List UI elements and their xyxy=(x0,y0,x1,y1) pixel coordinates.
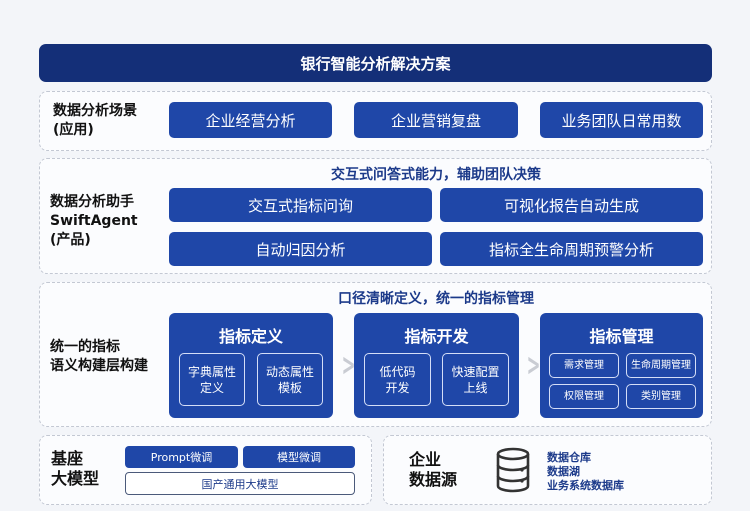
low-code-development[interactable]: 低代码开发 xyxy=(364,353,431,406)
semantic-subtitle: 口径清晰定义，统一的指标管理 xyxy=(338,291,534,307)
base-model-label: 基座 大模型 xyxy=(51,449,100,488)
dynamic-attribute-template[interactable]: 动态属性模板 xyxy=(257,353,323,406)
card-title: 指标定义 xyxy=(218,327,283,346)
card-metric-development: 指标开发 低代码开发 快速配置上线 xyxy=(354,313,519,418)
assistant-subtitle: 交互式问答式能力，辅助团队决策 xyxy=(331,167,541,183)
chevron-right-icon: > xyxy=(526,348,541,383)
fast-config-launch[interactable]: 快速配置上线 xyxy=(442,353,509,406)
dictionary-attribute-definition[interactable]: 字典属性定义 xyxy=(179,353,245,406)
permission-management[interactable]: 权限管理 xyxy=(549,384,619,409)
card-title: 指标开发 xyxy=(404,327,469,346)
category-management[interactable]: 类别管理 xyxy=(626,384,696,409)
feature-auto-report[interactable]: 可视化报告自动生成 xyxy=(440,188,703,222)
scenarios-label: 数据分析场景 (应用) xyxy=(53,103,137,138)
scenario-enterprise-marketing[interactable]: 企业营销复盘 xyxy=(354,102,518,138)
scenario-enterprise-operation[interactable]: 企业经营分析 xyxy=(169,102,332,138)
assistant-label: 数据分析助手 SwiftAgent (产品) xyxy=(50,194,138,248)
card-metric-definition: 指标定义 字典属性定义 动态属性模板 xyxy=(169,313,333,418)
lifecycle-management[interactable]: 生命周期管理 xyxy=(626,353,696,378)
database-icon xyxy=(495,447,531,497)
domestic-foundation-model[interactable]: 国产通用大模型 xyxy=(125,472,355,495)
feature-auto-attribution[interactable]: 自动归因分析 xyxy=(169,232,432,266)
data-source-label: 企业 数据源 xyxy=(409,450,458,489)
solution-title: 银行智能分析解决方案 xyxy=(300,54,451,73)
solution-title-bar: 银行智能分析解决方案 xyxy=(39,44,712,82)
feature-interactive-query[interactable]: 交互式指标问询 xyxy=(169,188,432,222)
model-finetune-button[interactable]: 模型微调 xyxy=(243,446,355,468)
scenario-team-daily-data[interactable]: 业务团队日常用数 xyxy=(540,102,703,138)
source-data-warehouse: 数据仓库 xyxy=(547,451,591,464)
data-source-panel xyxy=(383,435,712,505)
card-metric-management: 指标管理 需求管理 生命周期管理 权限管理 类别管理 xyxy=(540,313,703,418)
card-title: 指标管理 xyxy=(589,327,654,346)
prompt-finetune-button[interactable]: Prompt微调 xyxy=(125,446,238,468)
data-source-list: 数据仓库 数据湖 业务系统数据库 xyxy=(547,451,624,493)
semantic-label: 统一的指标 语义构建层构建 xyxy=(50,339,148,374)
chevron-right-icon: > xyxy=(341,348,356,383)
requirement-management[interactable]: 需求管理 xyxy=(549,353,619,378)
source-business-db: 业务系统数据库 xyxy=(547,479,624,492)
source-data-lake: 数据湖 xyxy=(547,465,580,478)
feature-lifecycle-alert[interactable]: 指标全生命周期预警分析 xyxy=(440,232,703,266)
